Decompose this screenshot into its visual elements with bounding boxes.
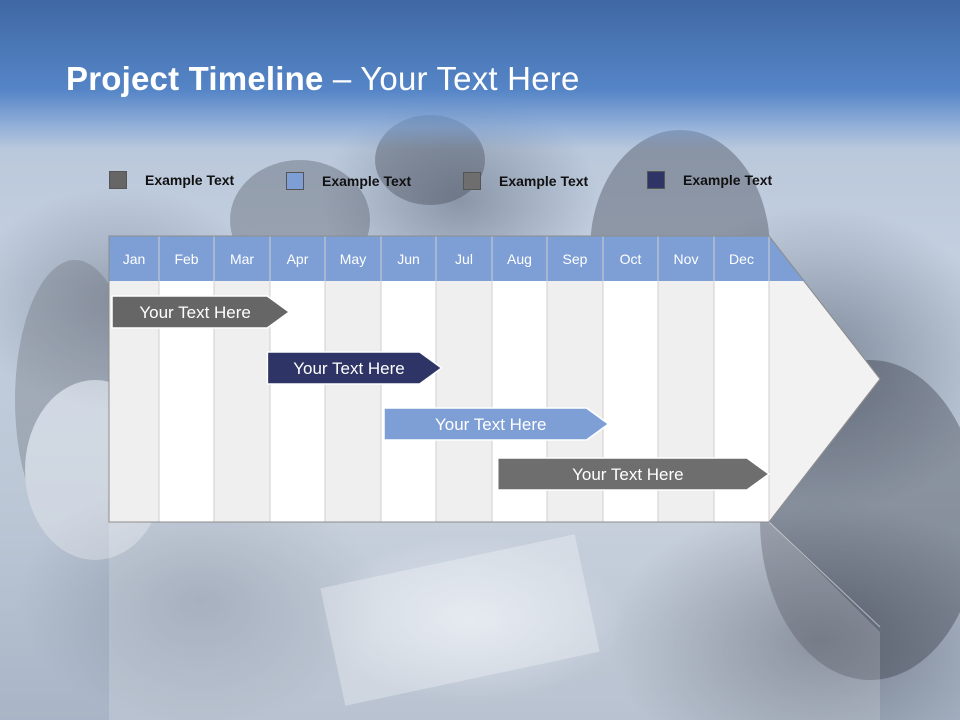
- month-label-mar: Mar: [230, 251, 254, 267]
- month-label-dec: Dec: [729, 251, 754, 267]
- legend-swatch-4: [647, 171, 665, 189]
- task-bar-2: [266, 351, 443, 385]
- title-bold: Project Timeline: [66, 60, 324, 97]
- month-column: [381, 281, 436, 522]
- month-label-may: May: [340, 251, 366, 267]
- legend-swatch-3: [463, 172, 481, 190]
- month-header-band: [109, 236, 805, 281]
- task-label-2: Your Text Here: [293, 359, 405, 378]
- timeline-arrow-outline: [108, 235, 881, 523]
- legend-label-1: Example Text: [145, 172, 235, 188]
- legend-label-2: Example Text: [322, 173, 412, 189]
- month-label-jul: Jul: [455, 251, 473, 267]
- legend-label-3: Example Text: [499, 173, 589, 189]
- month-label-apr: Apr: [287, 251, 309, 267]
- legend-label-4: Example Text: [683, 172, 773, 188]
- task-label-1: Your Text Here: [139, 303, 251, 322]
- task-bar-4: [497, 457, 771, 491]
- month-column: [270, 281, 325, 522]
- month-label-feb: Feb: [174, 251, 198, 267]
- month-label-aug: Aug: [507, 251, 532, 267]
- month-column: [325, 281, 381, 522]
- reflection-edge: [768, 521, 881, 628]
- task-label-3: Your Text Here: [435, 415, 547, 434]
- legend-swatch-2: [286, 172, 304, 190]
- month-label-oct: Oct: [620, 251, 642, 267]
- month-label-jan: Jan: [123, 251, 146, 267]
- title-bar: [0, 0, 960, 150]
- month-label-jun: Jun: [397, 251, 420, 267]
- title-rest: – Your Text Here: [323, 60, 580, 97]
- task-label-4: Your Text Here: [572, 465, 684, 484]
- task-bar-1: [111, 295, 291, 329]
- legend-swatch-1: [109, 171, 127, 189]
- month-column: [436, 281, 492, 522]
- timeline-reflection: [109, 522, 880, 720]
- month-label-nov: Nov: [674, 251, 699, 267]
- month-label-sep: Sep: [563, 251, 588, 267]
- task-bar-3: [383, 407, 610, 441]
- slide-title: Project Timeline – Your Text Here: [66, 60, 580, 98]
